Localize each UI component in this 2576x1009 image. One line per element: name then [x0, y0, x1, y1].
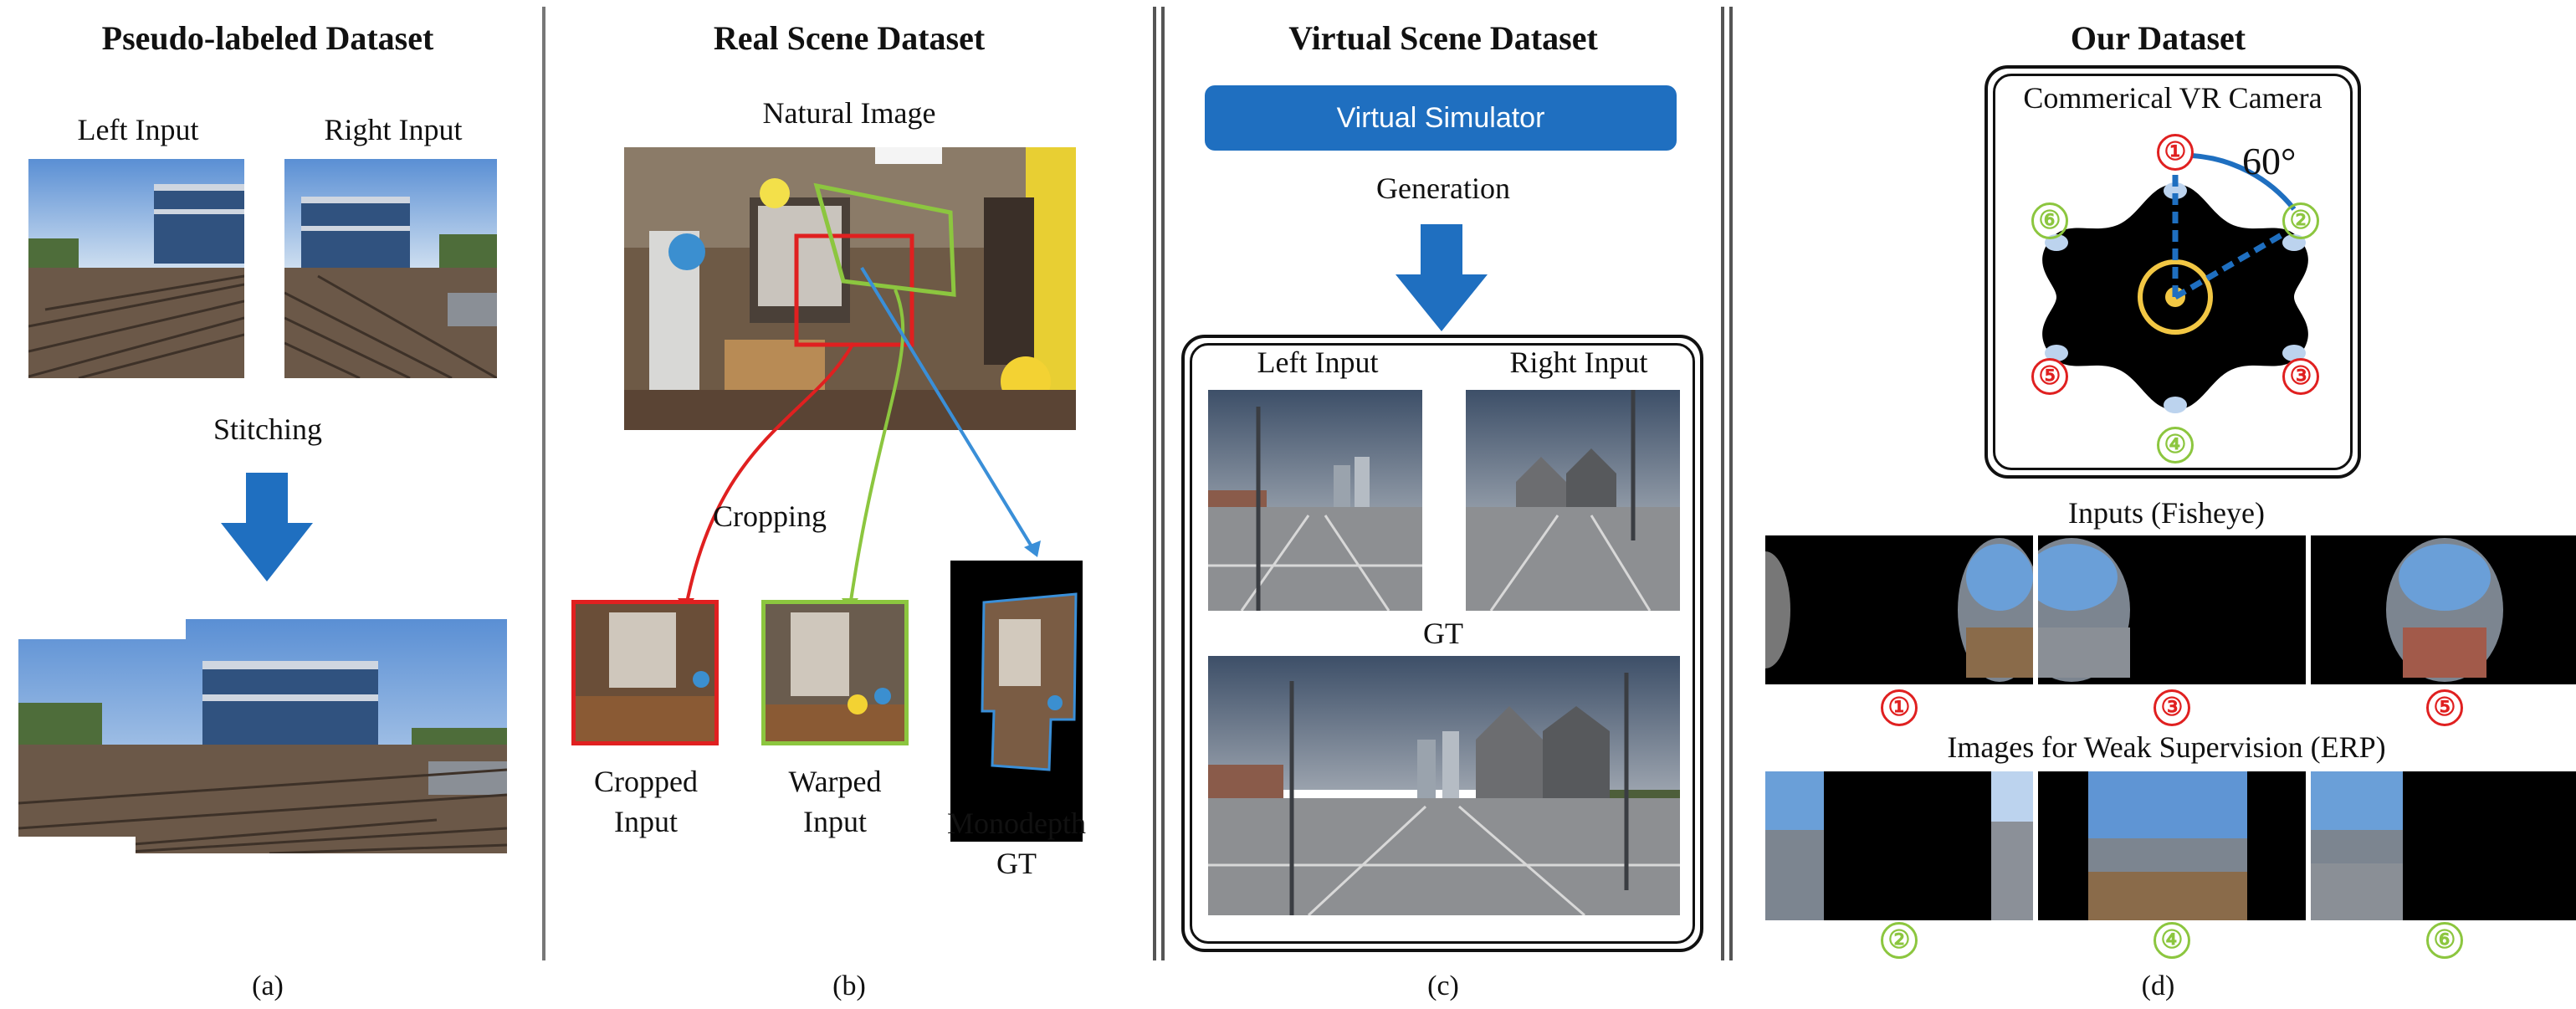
caption-d: (d) [2141, 971, 2175, 1001]
stitched-panorama [18, 602, 507, 853]
erp-image-6 [2311, 771, 2576, 920]
stitching-label: Stitching [213, 412, 322, 446]
camera-3-marker: ③ [2282, 358, 2319, 395]
natural-image-label: Natural Image [762, 96, 936, 130]
fisheye-input-5 [2311, 535, 2576, 684]
panel-b-title: Real Scene Dataset [713, 19, 986, 57]
virtual-gt-photo [1208, 656, 1680, 915]
caption-c: (c) [1427, 971, 1459, 1001]
erp-id-4: ④ [2153, 922, 2190, 959]
caption-a: (a) [252, 971, 284, 1001]
camera-6-marker: ⑥ [2031, 202, 2068, 239]
virtual-gt-label: GT [1423, 617, 1463, 650]
angle-label: 60° [2242, 140, 2297, 182]
divider-c-d [1721, 7, 1733, 960]
virtual-left-input-label: Left Input [1257, 346, 1379, 379]
erp-id-2: ② [1881, 922, 1918, 959]
virtual-left-photo [1208, 390, 1422, 611]
warped-input-photo [761, 600, 909, 745]
vr-camera-inner-frame [1993, 74, 2353, 470]
fisheye-id-3: ③ [2153, 689, 2190, 726]
monodepth-gt-photo [950, 561, 1083, 842]
inputs-fisheye-label: Inputs (Fisheye) [2068, 496, 2265, 530]
left-input-label: Left Input [77, 113, 199, 146]
virtual-output-inner-frame [1190, 343, 1695, 944]
vr-camera-label: Commerical VR Camera [2023, 81, 2322, 115]
panel-c-title: Virtual Scene Dataset [1288, 19, 1598, 57]
real-scene-connectors [678, 182, 1041, 611]
caption-b: (b) [832, 971, 866, 1001]
warped-input-label: Warped Input [788, 765, 882, 838]
fisheye-input-1 [1765, 535, 2033, 684]
right-input-photo [284, 159, 497, 378]
generation-arrow [1396, 224, 1488, 331]
erp-image-4 [2038, 771, 2306, 920]
camera-4-marker: ④ [2157, 427, 2194, 464]
cropped-input-photo [571, 600, 719, 745]
cropping-label: Cropping [712, 499, 827, 533]
stitching-arrow [221, 473, 313, 581]
divider-b-c [1153, 7, 1165, 960]
monodepth-gt-label: Monodepth GT [947, 807, 1086, 880]
erp-id-6: ⑥ [2426, 922, 2463, 959]
erp-image-2 [1765, 771, 2033, 920]
panel-d-title: Our Dataset [2070, 19, 2246, 57]
fisheye-input-3 [2038, 535, 2306, 684]
fisheye-id-1: ① [1881, 689, 1918, 726]
left-input-photo [28, 159, 244, 378]
panel-a-title: Pseudo-labeled Dataset [101, 19, 434, 57]
vr-camera-frame [1984, 65, 2361, 479]
camera-5-marker: ⑤ [2031, 358, 2068, 395]
cropped-input-label: Cropped Input [594, 765, 698, 838]
virtual-simulator-box: Virtual Simulator [1205, 85, 1677, 151]
generation-label: Generation [1376, 172, 1510, 205]
right-input-label: Right Input [324, 113, 463, 146]
virtual-output-frame [1181, 335, 1703, 952]
erp-label: Images for Weak Supervision (ERP) [1947, 730, 2386, 764]
divider-a-b [542, 7, 545, 960]
vr-camera-diagram [2042, 153, 2308, 413]
camera-2-marker: ② [2282, 202, 2319, 239]
virtual-right-photo [1466, 390, 1680, 611]
virtual-right-input-label: Right Input [1509, 346, 1648, 379]
fisheye-id-5: ⑤ [2426, 689, 2463, 726]
camera-1-marker: ① [2157, 134, 2194, 171]
